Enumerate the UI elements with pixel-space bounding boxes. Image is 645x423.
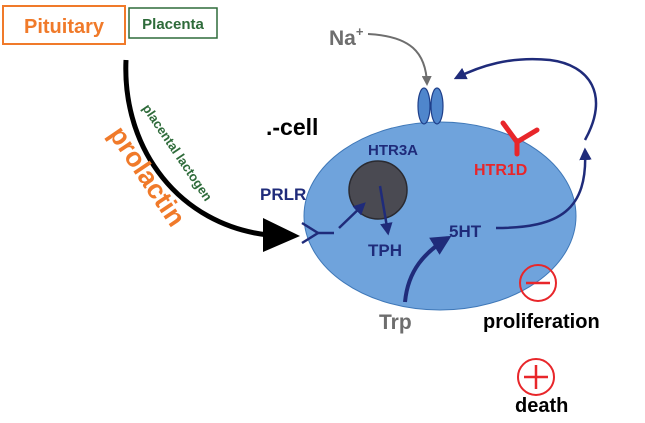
prlr-to-nucleus-arrow bbox=[338, 202, 366, 229]
htr1d-label: HTR1D bbox=[474, 162, 527, 179]
pituitary-box bbox=[2, 5, 126, 45]
cell-label: .-cell bbox=[266, 114, 318, 140]
pituitary-label: Pituitary bbox=[24, 16, 105, 38]
htr3a-label: HTR3A bbox=[368, 142, 418, 159]
death-label: death bbox=[515, 395, 568, 417]
nucleus-to-tph-arrow bbox=[378, 185, 393, 236]
serotonin-label: 5HT bbox=[449, 222, 482, 241]
ion-channel-right bbox=[430, 87, 444, 125]
htr1d-receptor-icon bbox=[500, 120, 540, 157]
placenta-box bbox=[128, 7, 218, 39]
5ht-to-htr1d-arrow bbox=[495, 147, 592, 230]
placenta-label: Placenta bbox=[142, 16, 204, 33]
sodium-influx-arrow bbox=[367, 33, 432, 86]
5ht-to-htr3a-arrow bbox=[453, 57, 598, 141]
inhibition-icon bbox=[519, 264, 557, 302]
trp-to-5ht-arrow bbox=[403, 235, 452, 303]
sodium-label: Na+ bbox=[329, 24, 364, 50]
stimulation-icon bbox=[517, 358, 555, 396]
trp-label: Trp bbox=[379, 311, 412, 334]
hormone-flow-arrow bbox=[123, 59, 269, 238]
proliferation-label: proliferation bbox=[483, 311, 600, 333]
ion-channel-left bbox=[417, 87, 431, 125]
prlr-label: PRLR bbox=[260, 185, 306, 204]
hormone-arrowhead bbox=[263, 218, 300, 252]
tph-label: TPH bbox=[368, 241, 402, 260]
prolactin-label: prolactin bbox=[103, 121, 192, 232]
